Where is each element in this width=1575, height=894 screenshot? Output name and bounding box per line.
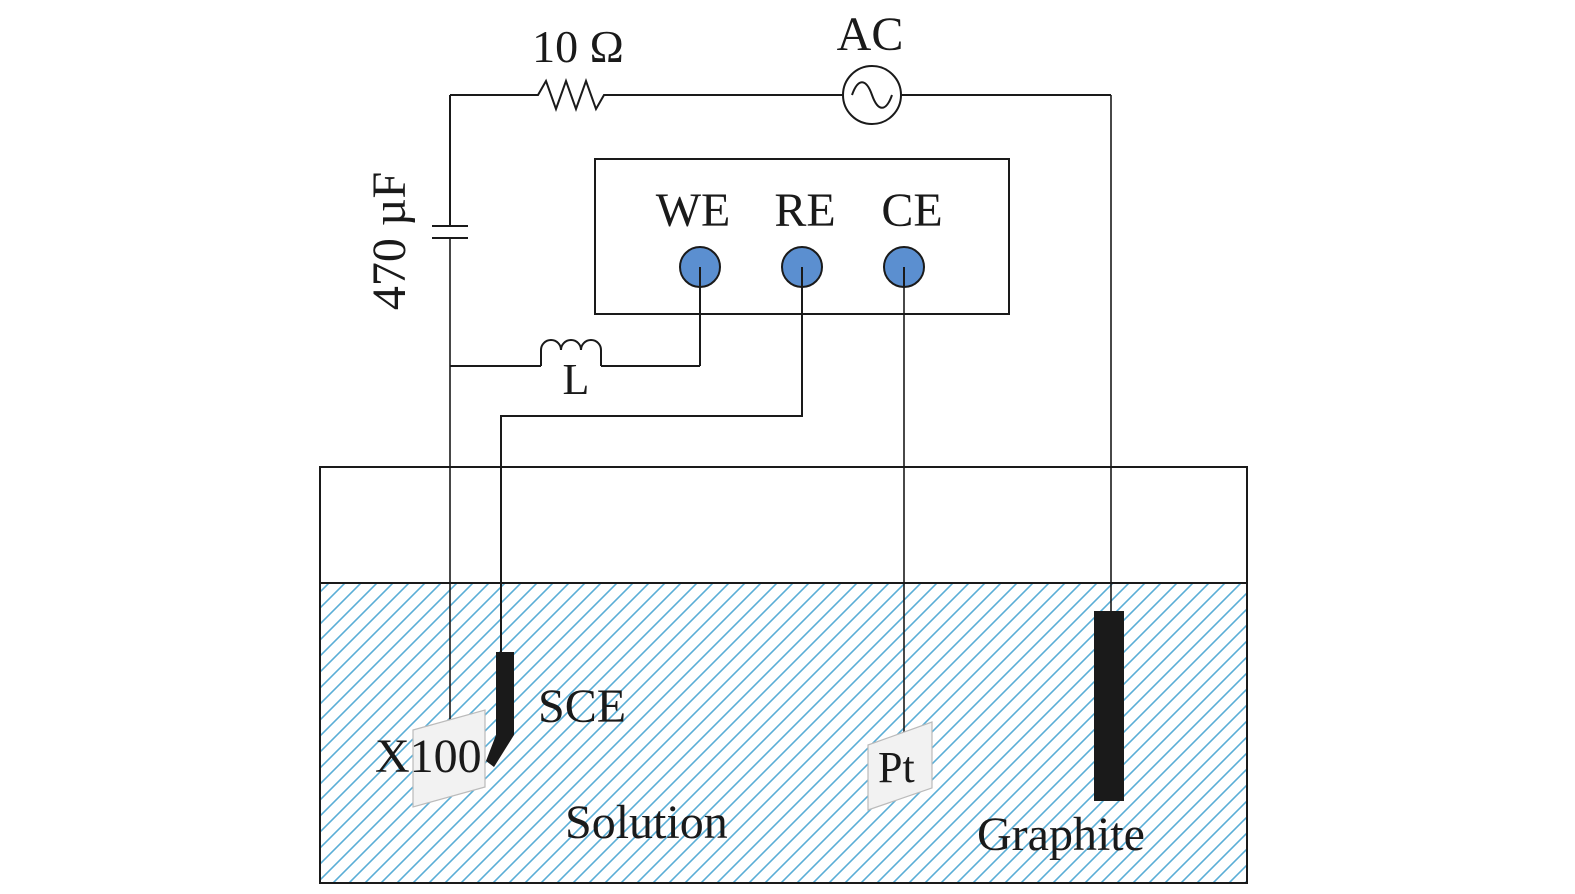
graphite-electrode: [1094, 611, 1124, 801]
re-label: RE: [774, 184, 835, 237]
inductor-symbol: [540, 339, 602, 366]
re-wire: [500, 267, 803, 653]
x100-label: X100: [375, 730, 482, 783]
ac-source-label: AC: [837, 8, 904, 61]
ac-sine-icon: [851, 81, 893, 109]
capacitor-label: 470 µF: [363, 172, 416, 310]
x100-specimen: [412, 709, 486, 808]
inductor-label: L: [563, 355, 590, 404]
sce-electrode: [486, 652, 514, 767]
resistor-label: 10 Ω: [532, 21, 624, 72]
ce-label: CE: [881, 184, 942, 237]
pt-label: Pt: [878, 743, 915, 792]
graphite-label: Graphite: [977, 808, 1145, 861]
we-label: WE: [656, 184, 731, 237]
pt-electrode: [867, 721, 933, 811]
solution-label: Solution: [565, 796, 728, 849]
sce-label: SCE: [538, 680, 626, 733]
resistor-symbol: [530, 78, 612, 112]
cell-container: [319, 466, 1248, 884]
